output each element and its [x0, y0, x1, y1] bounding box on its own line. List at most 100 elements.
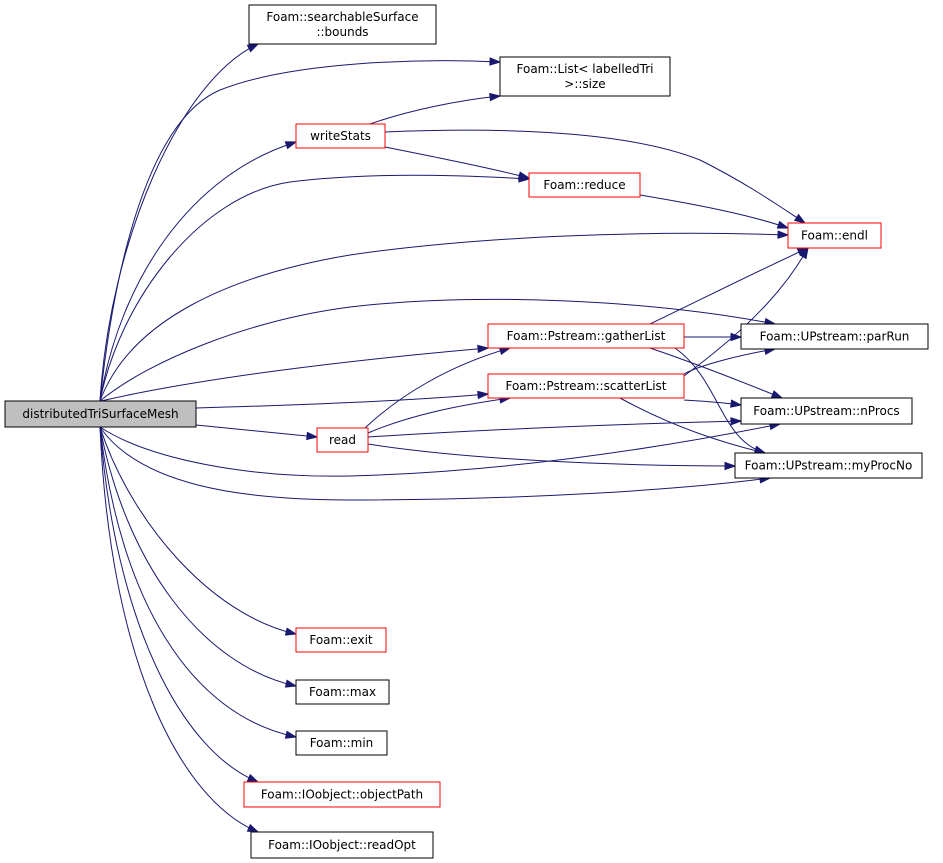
node-scatterList-label-0: Foam::Pstream::scatterList	[505, 379, 666, 393]
edge-scatterList-to-endl-arrowhead	[799, 246, 809, 260]
edge-root-to-min-line	[99, 426, 297, 738]
node-endl-box	[787, 222, 882, 249]
node-objectPath[interactable]: Foam::IOobject::objectPath	[243, 781, 441, 808]
edge-root-to-objectPath-line	[99, 426, 259, 783]
node-readOpt[interactable]: Foam::IOobject::readOpt	[250, 831, 434, 859]
edge-gatherList-to-nProcs-line	[649, 347, 783, 399]
edge-writeStats-to-reduce-line	[384, 146, 530, 179]
node-endl-label-0: Foam::endl	[801, 229, 868, 243]
edge-root-to-nProcs-line	[99, 423, 781, 477]
edge-writeStats-to-reduce	[384, 146, 531, 180]
node-nProcs-label-0: Foam::UPstream::nProcs	[753, 404, 899, 418]
edge-root-to-objectPath	[99, 426, 260, 783]
edge-writeStats-to-size	[369, 92, 502, 125]
node-objectPath-label-0: Foam::IOobject::objectPath	[261, 788, 423, 802]
node-gatherList-box	[487, 323, 685, 349]
edge-scatterList-to-myProcNo	[619, 397, 767, 455]
edge-scatterList-to-endl	[683, 246, 809, 377]
node-root-label-0: distributedTriSurfaceMesh	[22, 407, 178, 421]
node-scatterList[interactable]: Foam::Pstream::scatterList	[487, 373, 685, 399]
edge-root-to-readOpt-arrowhead	[246, 823, 260, 833]
node-min-box	[295, 730, 388, 756]
edge-scatterList-to-nProcs-arrowhead	[730, 399, 743, 408]
node-scatterList-box	[487, 373, 685, 399]
edge-read-to-scatterList	[367, 395, 512, 434]
node-writeStats[interactable]: writeStats	[295, 123, 386, 149]
edge-root-to-exit-line	[99, 426, 297, 635]
edge-writeStats-to-size-arrowhead	[489, 92, 502, 102]
node-reduce[interactable]: Foam::reduce	[528, 172, 641, 198]
edge-reduce-to-endl-arrowhead	[776, 220, 790, 229]
edge-read-to-gatherList-line	[364, 347, 511, 429]
edge-root-to-exit-arrowhead	[284, 627, 298, 636]
edge-root-to-objectPath-arrowhead	[246, 773, 260, 783]
edge-root-to-parRun-line	[99, 298, 776, 402]
edge-root-to-size-line	[99, 60, 501, 402]
node-endl[interactable]: Foam::endl	[787, 222, 882, 249]
node-bounds[interactable]: Foam::searchableSurface::bounds	[248, 4, 437, 45]
edge-gatherList-to-parRun	[683, 332, 743, 342]
edge-root-to-myProcNo-line	[99, 426, 771, 501]
edge-root-to-reduce	[99, 174, 531, 402]
node-exit-box	[295, 627, 387, 653]
edge-root-to-readOpt	[99, 426, 260, 833]
edge-root-to-gatherList-line	[100, 347, 489, 402]
node-bounds-label-1: ::bounds	[316, 25, 368, 39]
edge-reduce-to-endl-line	[639, 194, 789, 229]
edge-scatterList-to-myProcNo-line	[619, 397, 766, 454]
node-nProcs-box	[740, 397, 913, 425]
edge-gatherList-to-parRun-arrowhead	[730, 332, 743, 342]
edge-root-to-bounds-line	[99, 43, 259, 402]
edge-writeStats-to-endl-arrowhead	[793, 213, 807, 224]
edge-root-to-writeStats-arrowhead	[284, 141, 298, 150]
edge-scatterList-to-parRun-line	[683, 348, 776, 375]
edge-root-to-max-arrowhead	[284, 679, 298, 688]
node-exit[interactable]: Foam::exit	[295, 627, 387, 653]
node-size-box	[499, 56, 671, 97]
node-parRun-label-0: Foam::UPstream::parRun	[760, 330, 910, 344]
edge-read-to-myProcNo-line	[367, 443, 736, 467]
nodes-layer: distributedTriSurfaceMesh Foam::searchabl…	[4, 4, 929, 859]
edge-root-to-reduce-line	[99, 174, 530, 402]
node-writeStats-box	[295, 123, 386, 149]
node-min-label-0: Foam::min	[310, 736, 374, 750]
edge-root-to-scatterList-arrowhead	[477, 390, 490, 400]
node-min[interactable]: Foam::min	[295, 730, 388, 756]
node-read[interactable]: read	[316, 427, 369, 453]
edge-scatterList-to-endl-line	[683, 247, 809, 377]
edge-root-to-endl	[99, 230, 790, 402]
node-objectPath-box	[243, 781, 441, 808]
node-reduce-label-0: Foam::reduce	[543, 178, 625, 192]
edge-scatterList-to-nProcs	[683, 399, 743, 408]
node-read-label-0: read	[329, 433, 356, 447]
node-gatherList[interactable]: Foam::Pstream::gatherList	[487, 323, 685, 349]
node-max[interactable]: Foam::max	[295, 679, 390, 705]
node-root[interactable]: distributedTriSurfaceMesh	[4, 400, 197, 428]
edge-read-to-myProcNo	[367, 443, 737, 471]
edge-gatherList-to-endl	[649, 247, 810, 325]
edge-root-to-endl-arrowhead	[777, 230, 790, 239]
node-size-label-0: Foam::List< labelledTri	[517, 62, 654, 76]
edge-root-to-writeStats-line	[99, 141, 297, 402]
edge-gatherList-to-nProcs-arrowhead	[770, 390, 784, 399]
node-parRun[interactable]: Foam::UPstream::parRun	[740, 323, 929, 350]
edge-root-to-min-arrowhead	[284, 730, 298, 739]
node-myProcNo-box	[734, 452, 923, 479]
edge-root-to-min	[99, 426, 298, 739]
edge-root-to-exit	[99, 426, 298, 636]
node-parRun-box	[740, 323, 929, 350]
edge-root-to-writeStats	[99, 141, 298, 402]
node-gatherList-label-0: Foam::Pstream::gatherList	[507, 329, 666, 343]
node-size[interactable]: Foam::List< labelledTri>::size	[499, 56, 671, 97]
edge-writeStats-to-size-line	[369, 95, 501, 125]
node-nProcs[interactable]: Foam::UPstream::nProcs	[740, 397, 913, 425]
edge-gatherList-to-myProcNo-line	[674, 347, 766, 454]
edge-root-to-size	[99, 57, 502, 402]
edge-root-to-read	[195, 424, 319, 441]
edges-layer	[99, 43, 810, 833]
edge-root-to-scatterList	[195, 390, 490, 409]
node-max-box	[295, 679, 390, 705]
node-myProcNo-label-0: Foam::UPstream::myProcNo	[745, 459, 913, 473]
node-myProcNo[interactable]: Foam::UPstream::myProcNo	[734, 452, 923, 479]
edge-root-to-readOpt-line	[99, 426, 259, 833]
